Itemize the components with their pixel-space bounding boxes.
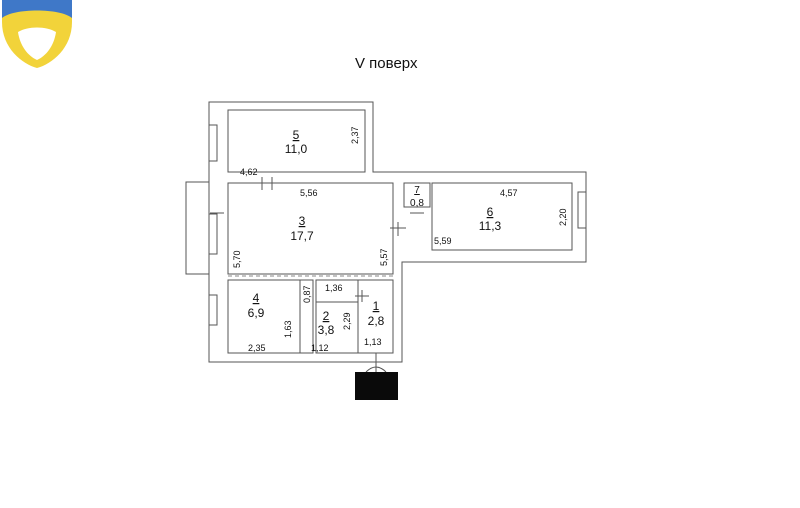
room-5-number: 5 xyxy=(293,128,300,142)
room-1-number: 1 xyxy=(373,299,380,313)
dim-room5-width: 4,62 xyxy=(240,167,258,177)
floor-label: V поверх xyxy=(355,55,418,72)
dim-room2-top: 1,36 xyxy=(325,283,343,293)
dim-room6-bottom: 5,59 xyxy=(434,236,452,246)
lift-block xyxy=(355,372,398,400)
dim-room2-right: 2,29 xyxy=(342,312,352,330)
dim-room6-top: 4,57 xyxy=(500,188,518,198)
dim-room3-right: 5,57 xyxy=(379,248,389,266)
room-4-area: 6,9 xyxy=(248,306,265,320)
room-3-area: 17,7 xyxy=(290,229,314,243)
dim-room3-top: 5,56 xyxy=(300,188,318,198)
room-3-number: 3 xyxy=(299,214,306,228)
room-6-number: 6 xyxy=(487,205,494,219)
room-5-area: 11,0 xyxy=(285,142,308,156)
room-2-number: 2 xyxy=(323,309,330,323)
room-2-area: 3,8 xyxy=(318,323,335,337)
dim-room4-right: 1,63 xyxy=(283,320,293,338)
dim-room6-right: 2,20 xyxy=(558,208,568,226)
room-7-area: 0,8 xyxy=(410,198,424,209)
room-6-area: 11,3 xyxy=(479,219,502,233)
logo-shield-icon xyxy=(2,0,72,68)
room-4-number: 4 xyxy=(253,291,260,305)
dim-room3-left: 5,70 xyxy=(232,250,242,268)
room-1-area: 2,8 xyxy=(368,314,385,328)
room-7-number: 7 xyxy=(414,185,420,196)
dim-room2-bottom: 1,12 xyxy=(311,343,329,353)
dim-room5-height: 2,37 xyxy=(350,126,360,144)
dim-corridor-notch: 0,87 xyxy=(302,285,312,303)
dim-room1-bottom: 1,13 xyxy=(364,337,382,347)
dim-room4-bottom: 2,35 xyxy=(248,343,266,353)
